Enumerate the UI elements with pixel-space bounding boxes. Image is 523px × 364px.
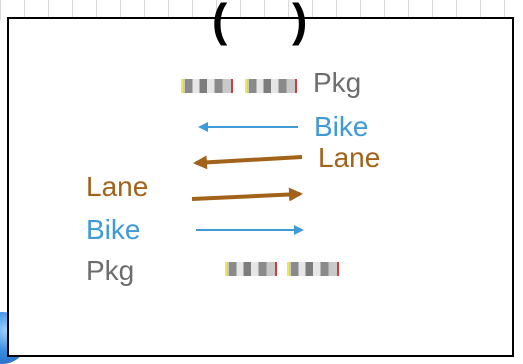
parked-car-icon [225, 262, 277, 276]
parked-car-icon [287, 262, 339, 276]
label-top-lane: Lane [318, 142, 381, 173]
title-fragment-right: ) [292, 0, 308, 46]
title-fragment-left: ( [212, 0, 228, 46]
label-top-parking: Pkg [313, 67, 362, 98]
background-grid [0, 0, 523, 20]
traffic-arrows [191, 122, 304, 235]
parked-car-icon [245, 79, 297, 93]
label-bottom-parking: Pkg [86, 255, 135, 286]
label-bottom-lane: Lane [86, 171, 149, 202]
parked-car-icon [181, 79, 233, 93]
lane-arrow-eastbound [191, 187, 303, 202]
lane-arrow-westbound [193, 155, 303, 170]
street-diagram-panel: ( ) [7, 0, 514, 357]
label-top-bike: Bike [314, 111, 369, 142]
label-bottom-bike: Bike [86, 214, 141, 245]
